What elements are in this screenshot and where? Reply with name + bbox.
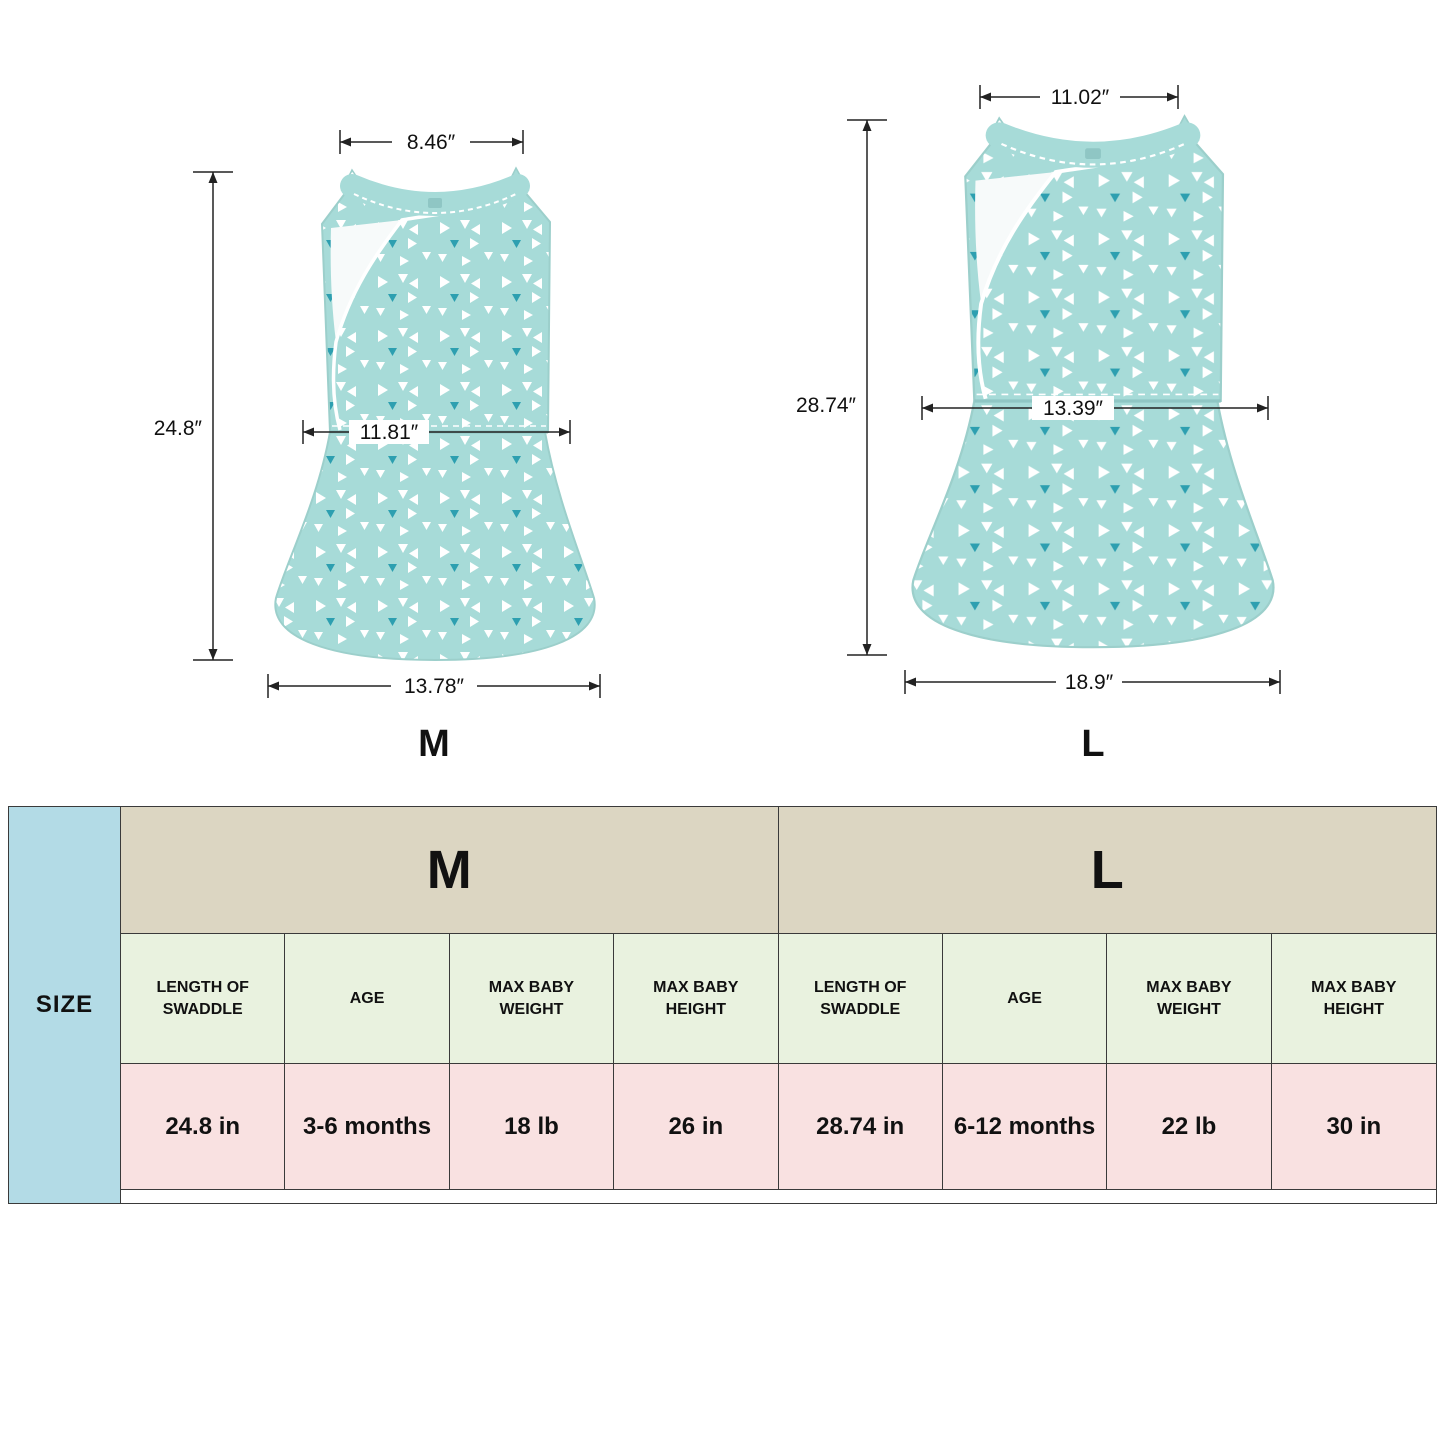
m-size-letter: M xyxy=(418,723,450,765)
swaddle-m-illustration xyxy=(275,168,594,660)
m-age-header: AGE xyxy=(285,934,450,1064)
l-age-value: 6-12 months xyxy=(942,1064,1108,1190)
m-bottom-width-label: 13.78″ xyxy=(404,675,465,698)
m-max-weight-value: 18 lb xyxy=(449,1064,615,1190)
dimension-l-bottom-width: 18.9″ xyxy=(904,670,1281,694)
l-max-weight-value: 22 lb xyxy=(1107,1064,1272,1190)
m-max-height-value: 26 in xyxy=(614,1064,779,1190)
m-length-header: LENGTH OF SWADDLE xyxy=(121,934,286,1064)
table-bottom-strip xyxy=(121,1190,1436,1203)
dimension-l-height: 28.74″ xyxy=(796,119,887,656)
m-height-label: 24.8″ xyxy=(154,417,203,440)
m-middle-width-label: 11.81″ xyxy=(360,421,419,444)
dimension-l-middle-width: 13.39″ xyxy=(921,396,1269,420)
l-middle-width-label: 13.39″ xyxy=(1043,397,1104,420)
m-max-weight-header: MAX BABY WEIGHT xyxy=(449,934,615,1064)
l-length-value: 28.74 in xyxy=(778,1064,943,1190)
l-size-letter: L xyxy=(1081,723,1104,765)
table-group-header-m: M xyxy=(121,807,779,934)
swaddle-l-illustration xyxy=(913,116,1274,647)
m-age-value: 3-6 months xyxy=(285,1064,450,1190)
l-max-weight-header: MAX BABY WEIGHT xyxy=(1107,934,1272,1064)
dimension-m-height: 24.8″ xyxy=(154,171,233,661)
size-table: SIZE M L LENGTH OF SWADDLE AGE MAX BABY … xyxy=(8,806,1437,1204)
size-row-header: SIZE xyxy=(9,807,121,1203)
m-top-width-label: 8.46″ xyxy=(407,131,456,154)
l-length-header: LENGTH OF SWADDLE xyxy=(778,934,943,1064)
dimension-m-middle-width: 11.81″ xyxy=(302,420,571,444)
l-top-width-label: 11.02″ xyxy=(1051,86,1110,109)
m-max-height-header: MAX BABY HEIGHT xyxy=(614,934,779,1064)
l-age-header: AGE xyxy=(942,934,1108,1064)
l-max-height-header: MAX BABY HEIGHT xyxy=(1271,934,1436,1064)
l-max-height-value: 30 in xyxy=(1271,1064,1436,1190)
dimension-m-top-width: 8.46″ xyxy=(339,130,524,154)
dimension-l-top-width: 11.02″ xyxy=(979,85,1179,109)
m-length-value: 24.8 in xyxy=(121,1064,286,1190)
dimension-m-bottom-width: 13.78″ xyxy=(267,674,601,698)
l-bottom-width-label: 18.9″ xyxy=(1065,671,1114,694)
swaddle-dimension-diagram: 8.46″ 24.8″ 11.81″ 13.78″ M 11.02″ xyxy=(154,85,1445,765)
l-height-label: 28.74″ xyxy=(796,394,857,417)
table-group-header-l: L xyxy=(778,807,1436,934)
